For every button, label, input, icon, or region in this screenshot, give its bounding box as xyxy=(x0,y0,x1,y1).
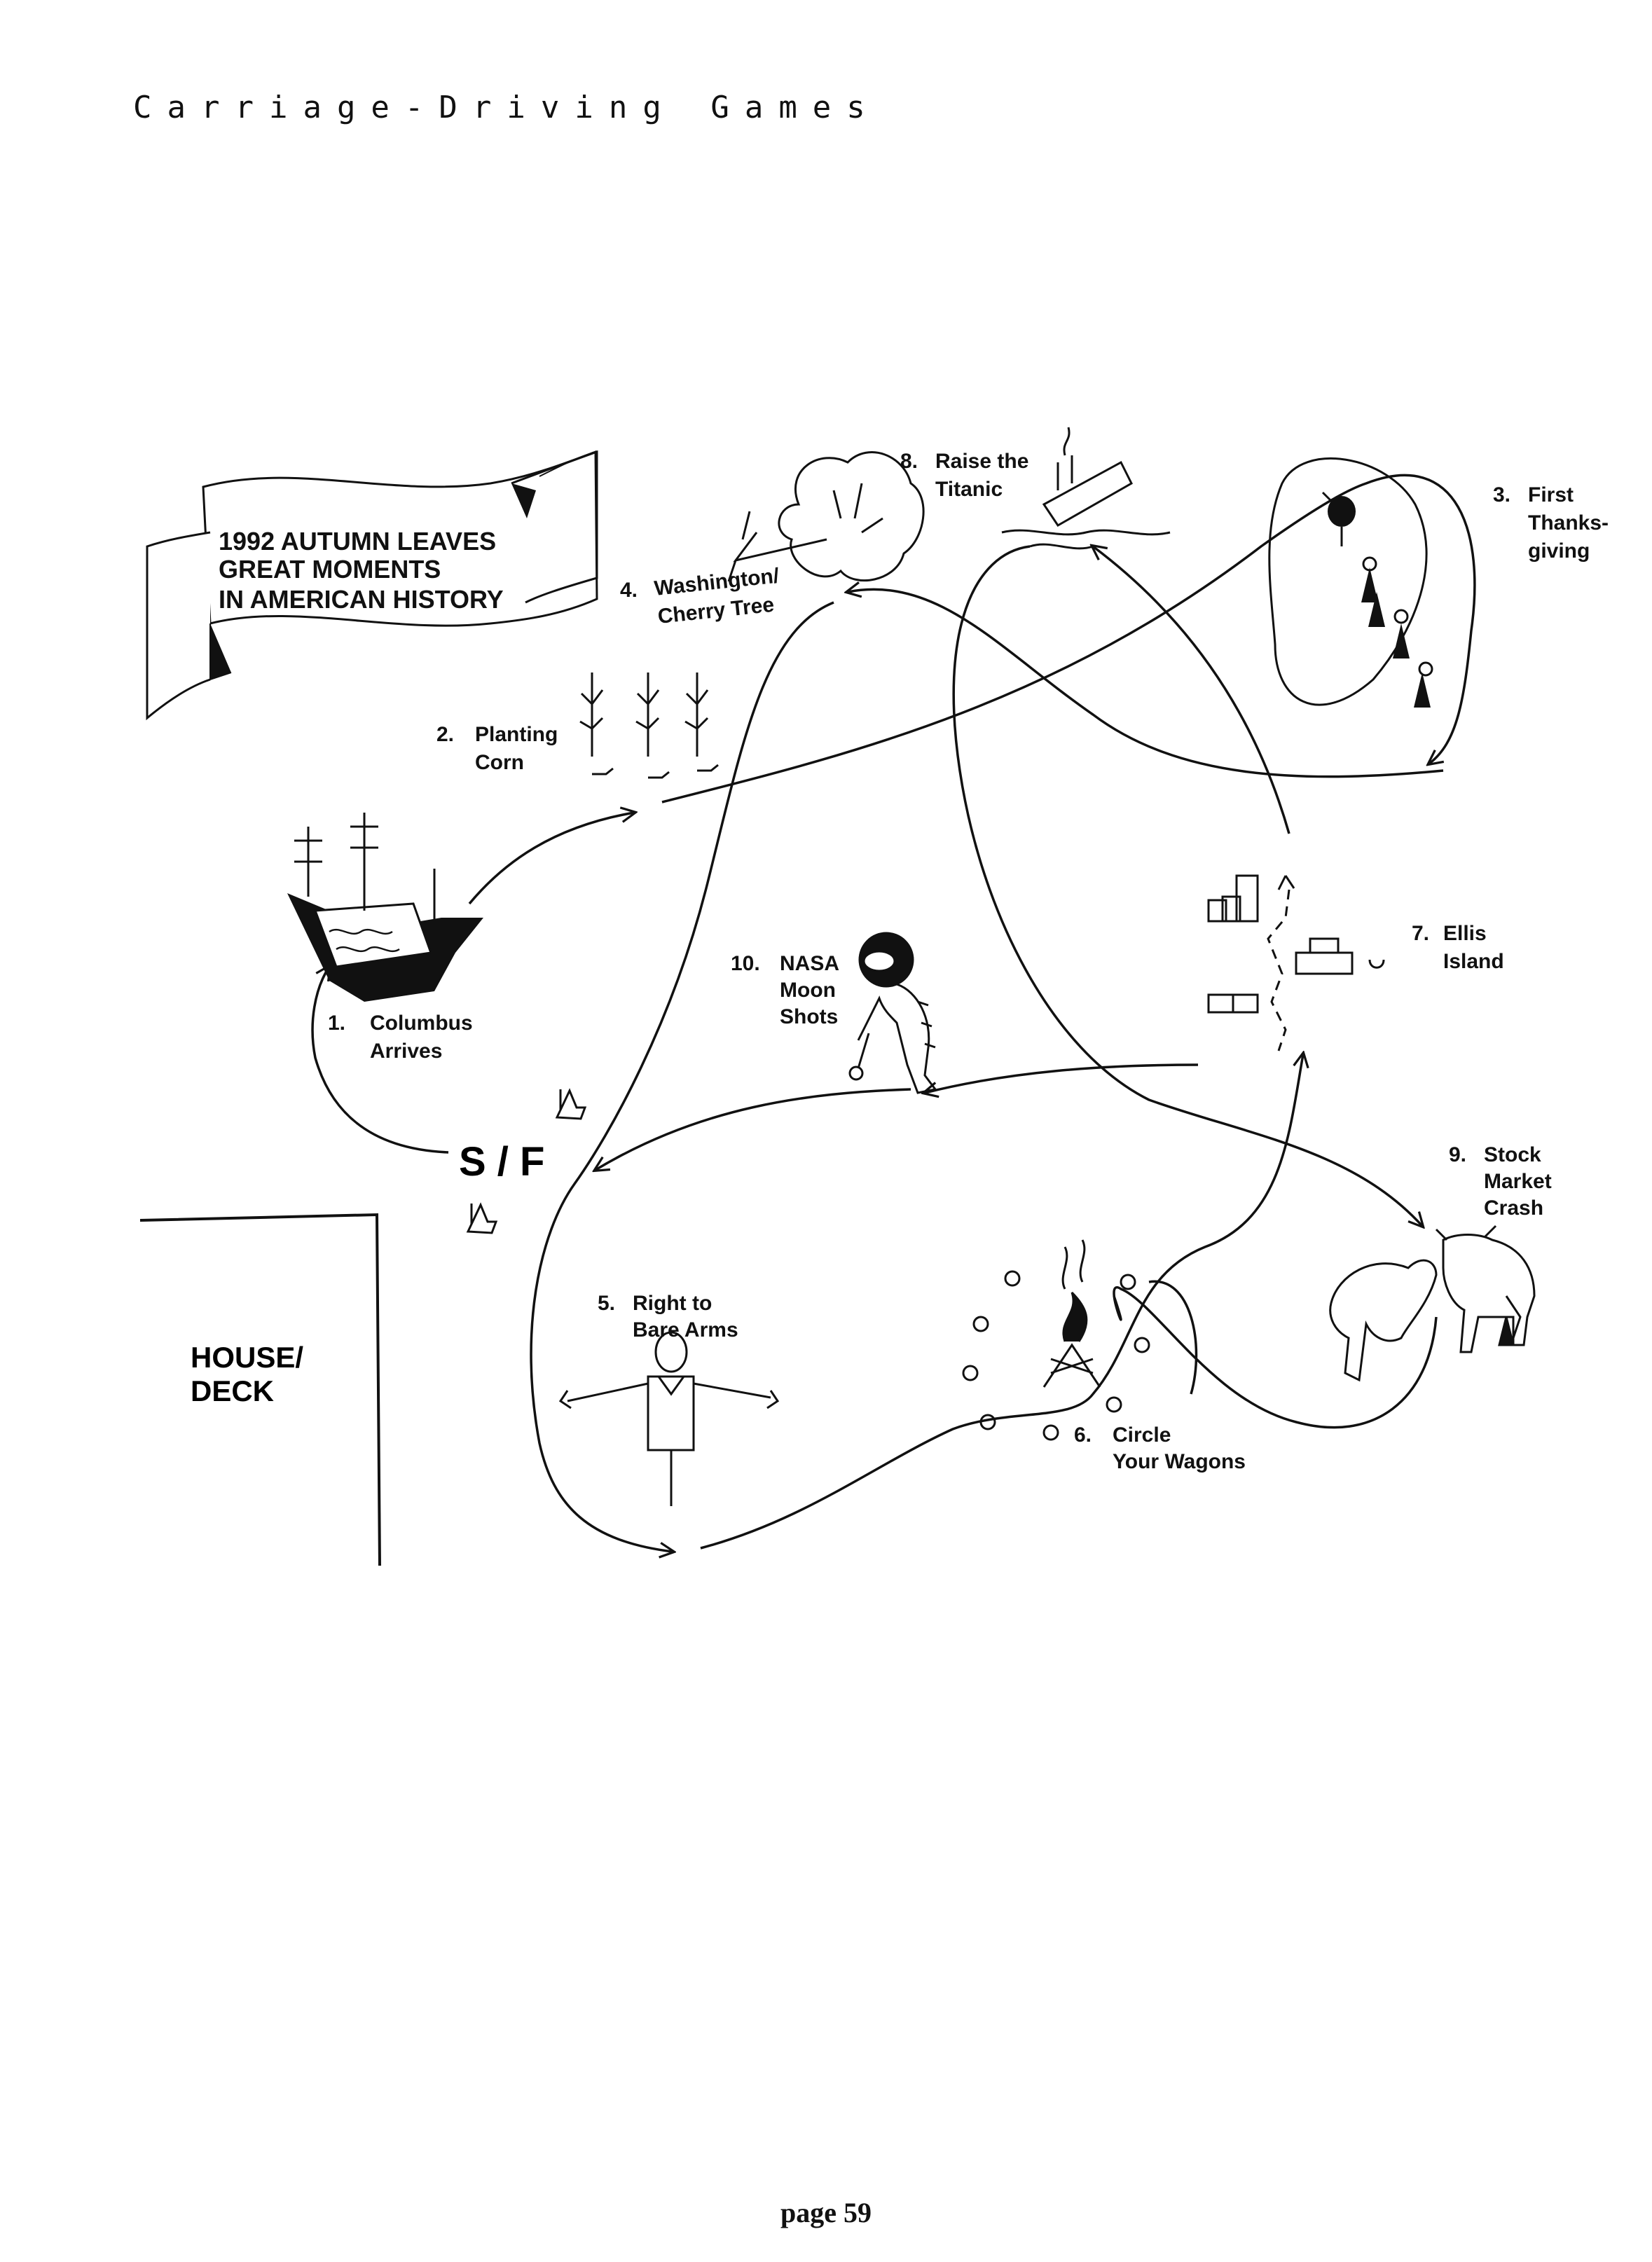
station-9-number: 9. xyxy=(1449,1143,1466,1166)
station-7-label-1: Ellis xyxy=(1443,922,1487,945)
cherry-tree-icon xyxy=(727,451,925,582)
carriage-icon xyxy=(466,1088,587,1234)
station-2-label-2: Corn xyxy=(475,751,524,774)
station-8-number: 8. xyxy=(900,450,918,473)
station-2-number: 2. xyxy=(436,723,454,746)
start-finish-label: S / F xyxy=(459,1139,544,1185)
pilgrims-icon xyxy=(1268,457,1433,708)
station-2-label-1: Planting xyxy=(475,723,558,746)
station-1-number: 1. xyxy=(328,1012,345,1035)
house-line-1: HOUSE/ xyxy=(191,1341,303,1374)
station-10-label-2: Moon xyxy=(780,979,836,1002)
station-6-label-1: Circle xyxy=(1113,1423,1171,1447)
astronaut-icon xyxy=(848,932,937,1094)
sinking-ship-icon xyxy=(1001,427,1171,550)
station-9-label-2: Market xyxy=(1484,1170,1552,1193)
station-10-label-1: NASA xyxy=(780,952,839,975)
station-10-number: 10. xyxy=(731,952,760,975)
station-3-label-3: giving xyxy=(1528,539,1590,563)
scarecrow-icon xyxy=(558,1331,780,1506)
station-5-label-2: Bare Arms xyxy=(633,1318,738,1342)
station-6-label-2: Your Wagons xyxy=(1113,1450,1246,1473)
station-8-label-1: Raise the xyxy=(935,450,1028,473)
station-6-number: 6. xyxy=(1074,1423,1092,1447)
banner-line-1: 1992 AUTUMN LEAVES xyxy=(219,527,496,556)
page-header: Carriage-Driving Games xyxy=(133,90,881,125)
station-3-label-2: Thanks- xyxy=(1528,511,1609,535)
station-9-label-1: Stock xyxy=(1484,1143,1541,1166)
course-route xyxy=(311,474,1476,1552)
page-number: page 59 xyxy=(780,2197,872,2228)
station-5-number: 5. xyxy=(598,1292,615,1315)
station-10-label-3: Shots xyxy=(780,1005,838,1028)
station-3-number: 3. xyxy=(1493,483,1510,506)
station-4-label-2: Cherry Tree xyxy=(656,593,775,628)
station-5-label-1: Right to xyxy=(633,1292,712,1315)
station-4-number: 4. xyxy=(620,579,638,602)
station-3-label-1: First xyxy=(1528,483,1574,506)
station-8-label-2: Titanic xyxy=(935,478,1003,501)
station-1-label-2: Arrives xyxy=(370,1040,442,1063)
ship-icon xyxy=(287,813,483,1002)
luggage-icon xyxy=(1207,874,1385,1051)
campfire-icon xyxy=(962,1239,1150,1441)
house-line-2: DECK xyxy=(191,1374,274,1407)
house-deck: HOUSE/ DECK xyxy=(139,1213,381,1566)
banner-line-2: GREAT MOMENTS xyxy=(219,555,441,584)
banner: 1992 AUTUMN LEAVES GREAT MOMENTS IN AMER… xyxy=(146,450,598,721)
station-7-label-2: Island xyxy=(1443,950,1504,973)
station-7-number: 7. xyxy=(1412,922,1429,945)
bull-bear-icon xyxy=(1329,1225,1536,1382)
station-9-label-3: Crash xyxy=(1484,1196,1543,1220)
station-1-label-1: Columbus xyxy=(370,1012,473,1035)
banner-line-3: IN AMERICAN HISTORY xyxy=(219,585,504,614)
corn-icon xyxy=(579,673,719,779)
